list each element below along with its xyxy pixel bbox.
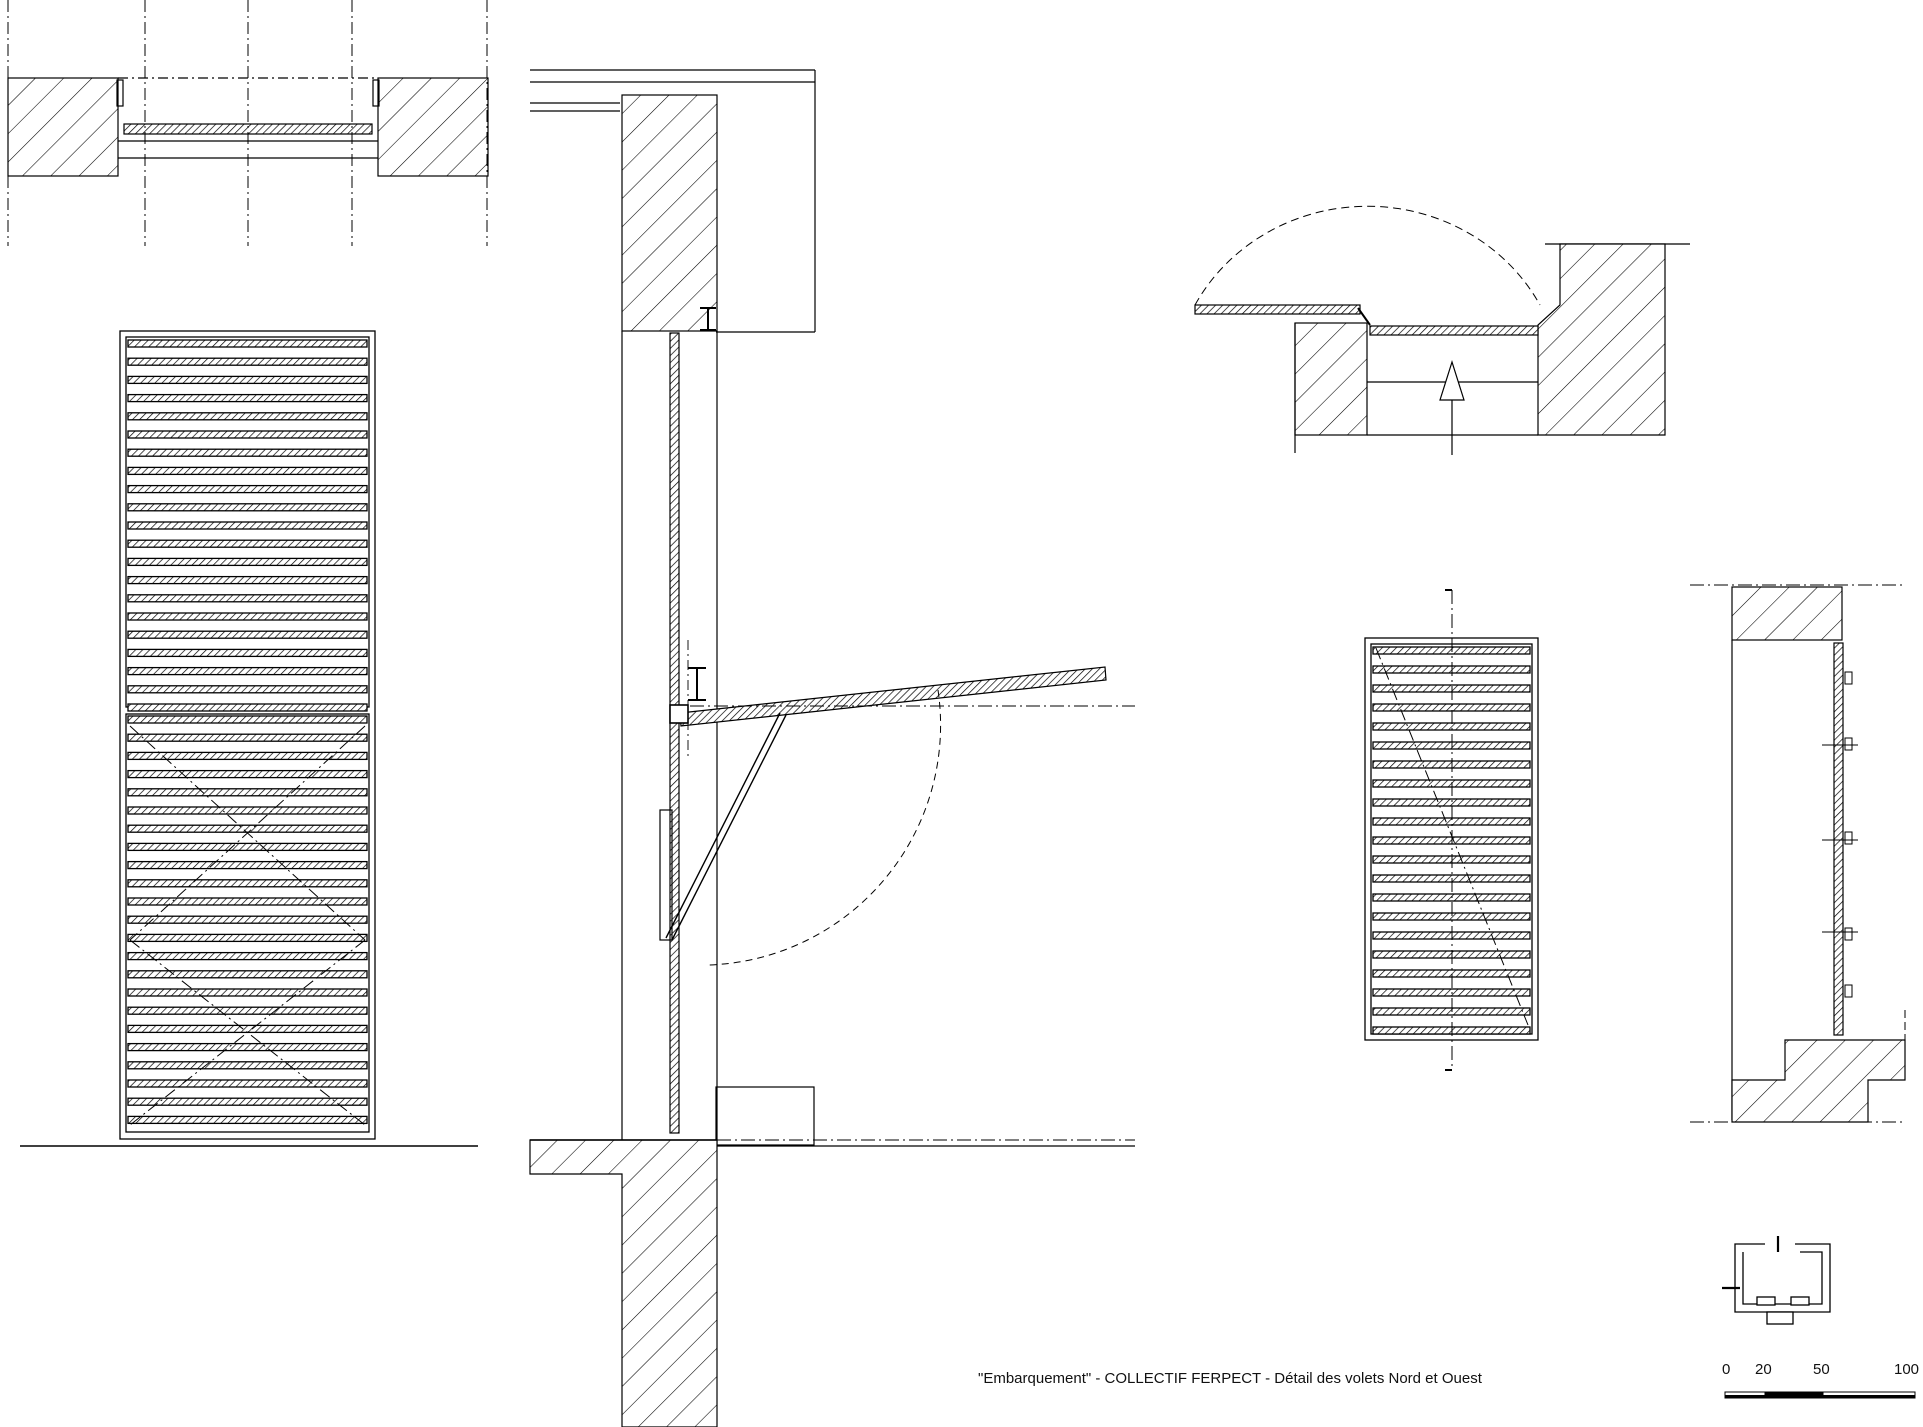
slat bbox=[127, 1115, 368, 1125]
closed-leaf bbox=[1369, 325, 1539, 336]
slats-left bbox=[127, 339, 368, 1125]
slat bbox=[127, 860, 368, 870]
slat bbox=[127, 703, 368, 712]
slat bbox=[127, 484, 368, 494]
slat bbox=[127, 879, 368, 888]
slat bbox=[127, 988, 368, 997]
closed-shutter-section bbox=[669, 332, 680, 1134]
slat bbox=[127, 788, 368, 797]
wall-hatch-left bbox=[7, 77, 119, 177]
plan-detail-top-right bbox=[1194, 205, 1690, 455]
shutter-elevation-right bbox=[1364, 589, 1539, 1071]
slat bbox=[127, 733, 368, 742]
slat bbox=[127, 575, 368, 585]
slat bbox=[127, 951, 368, 961]
open-leaf bbox=[1194, 304, 1361, 315]
right-shutter-section bbox=[1833, 642, 1844, 1036]
slat bbox=[127, 1097, 368, 1106]
slat bbox=[127, 466, 368, 476]
slat bbox=[127, 503, 368, 512]
slat bbox=[127, 521, 368, 530]
vertical-section-center bbox=[529, 69, 1135, 1427]
slat bbox=[127, 897, 368, 906]
slat bbox=[127, 751, 368, 761]
slat bbox=[127, 1079, 368, 1088]
slat bbox=[127, 448, 368, 457]
lintel-hatch bbox=[621, 94, 718, 332]
slat bbox=[127, 1006, 368, 1015]
scale-label-0: 0 bbox=[1722, 1361, 1731, 1378]
arrow-icon bbox=[1439, 360, 1465, 401]
jamb-hatch-left bbox=[1294, 322, 1368, 436]
slat bbox=[127, 1061, 368, 1070]
slat bbox=[127, 612, 368, 621]
slat bbox=[127, 339, 368, 348]
slat bbox=[127, 1024, 368, 1034]
slat bbox=[127, 393, 368, 403]
slat bbox=[127, 933, 368, 943]
drawing-caption: "Embarquement" - COLLECTIF FERPECT - Dét… bbox=[978, 1370, 1482, 1387]
awning-shutter bbox=[679, 666, 1107, 727]
slat bbox=[127, 915, 368, 924]
scale-label-20: 20 bbox=[1755, 1361, 1772, 1378]
slat bbox=[127, 375, 368, 385]
slat bbox=[127, 769, 368, 779]
foundation-hatch bbox=[529, 1139, 718, 1427]
slat bbox=[127, 412, 368, 421]
jamb-hatch-right bbox=[1537, 243, 1666, 436]
slat bbox=[127, 666, 368, 676]
slat bbox=[127, 648, 368, 658]
slat bbox=[127, 824, 368, 833]
slat bbox=[127, 430, 368, 439]
slat bbox=[127, 630, 368, 639]
head-hatch bbox=[1731, 586, 1843, 641]
slat bbox=[127, 557, 368, 567]
slat bbox=[127, 539, 368, 548]
shutter-elevation-left bbox=[20, 330, 478, 1147]
slat bbox=[127, 594, 368, 603]
slat bbox=[127, 806, 368, 815]
vertical-section-right bbox=[1690, 584, 1906, 1123]
slat bbox=[127, 842, 368, 852]
sill-hatch bbox=[1731, 1039, 1906, 1123]
slat bbox=[127, 970, 368, 979]
slat bbox=[127, 357, 368, 366]
slat bbox=[127, 715, 368, 724]
scale-label-50: 50 bbox=[1813, 1361, 1830, 1378]
slat bbox=[127, 685, 368, 694]
scale-label-100: 100 bbox=[1894, 1361, 1920, 1378]
slat bbox=[127, 1042, 368, 1052]
plan-section-top-left bbox=[7, 0, 489, 246]
wall-hatch-right bbox=[377, 77, 489, 177]
key-plan bbox=[1722, 1236, 1831, 1325]
scale-bar bbox=[1724, 1391, 1916, 1399]
